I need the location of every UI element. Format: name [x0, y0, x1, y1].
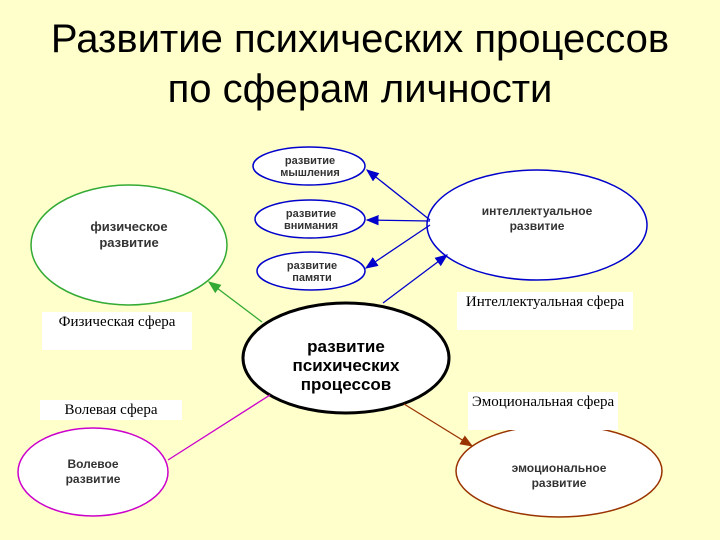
label-physical-sphere: Физическая сфера: [42, 312, 192, 350]
ellipse-thinking: [252, 146, 366, 186]
label-volitional-sphere: Волевая сфера: [40, 400, 182, 420]
arrow-to-thinking: [365, 169, 431, 221]
ellipse-physical: [30, 184, 228, 306]
node-memory: развитие памяти: [286, 260, 338, 284]
node-physical-development: физическое развитие: [90, 219, 168, 250]
node-attention: развитие внимания: [283, 208, 339, 232]
arrow-to-physical: [207, 281, 263, 323]
node-intellectual-development: интеллектуальное развитие: [481, 204, 593, 233]
arrow-to-emotional: [403, 403, 474, 447]
arrow-to-volitional: [167, 394, 271, 461]
arrow-to-memory: [364, 224, 431, 269]
ellipse-center: [241, 301, 451, 415]
arrow-to-intellectual: [382, 254, 449, 304]
ellipse-memory: [256, 251, 366, 291]
node-thinking: развитие мышления: [280, 155, 340, 179]
title-line-1: Развитие психических процессов: [50, 17, 670, 61]
ellipse-intellectual: [426, 169, 648, 281]
title-line-2: по сферам личности: [167, 67, 553, 111]
ellipse-volitional: [17, 427, 169, 517]
ellipse-attention: [254, 199, 366, 239]
slide-title: Развитие психических процессов по сферам…: [0, 14, 720, 114]
node-center: развитие психических процессов: [292, 337, 400, 394]
arrow-to-attention: [365, 214, 431, 226]
node-emotional-development: эмоциональное развитие: [511, 461, 607, 490]
label-intellectual-sphere: Интеллектуальная сфера: [457, 292, 633, 330]
label-emotional-sphere: Эмоциональная сфера: [468, 392, 618, 430]
node-volitional-development: Волевое развитие: [65, 457, 121, 486]
